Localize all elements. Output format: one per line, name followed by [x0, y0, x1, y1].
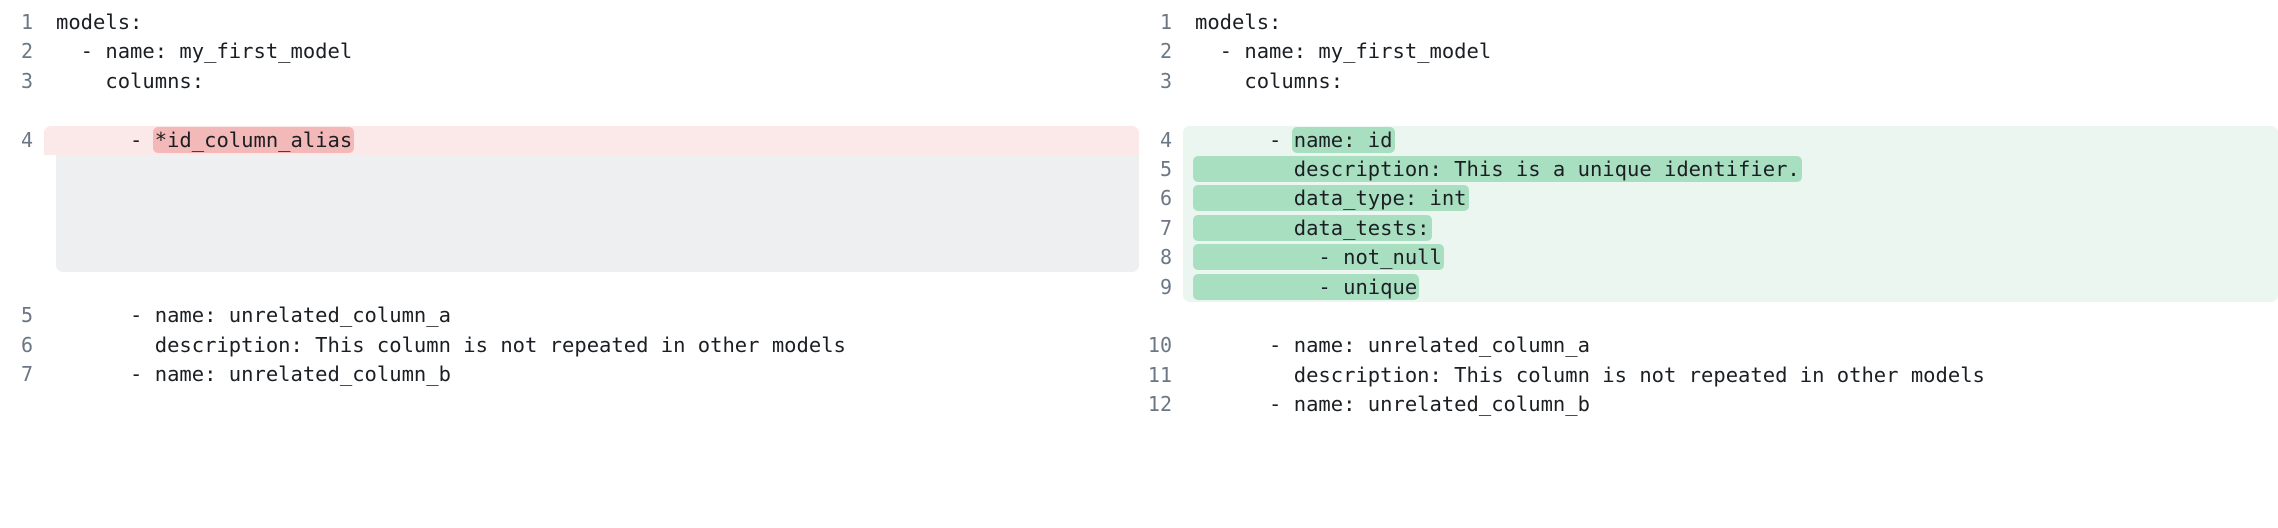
code-line-deleted[interactable]: 4 - *id_column_alias [0, 125, 1139, 155]
line-content-wrap: models: [1183, 8, 2278, 37]
code-line[interactable]: 5 - name: unrelated_column_a [0, 301, 1139, 330]
line-text: - not_null [1183, 243, 1444, 272]
line-number: 2 [20, 39, 33, 64]
code-lines-after: 1 models: 2 - name: my_first_model 3 col… [1139, 8, 2278, 419]
line-content-wrap: - name: my_first_model [44, 37, 1139, 66]
line-text: models: [56, 10, 143, 34]
line-text: - name: unrelated_column_b [1195, 392, 1590, 417]
line-text: - name: unrelated_column_b [56, 362, 451, 387]
line-content-wrap: - name: unrelated_column_b [44, 360, 1139, 389]
line-content-wrap: - name: my_first_model [1183, 37, 2278, 66]
diff-filler-placeholder [56, 154, 1139, 272]
code-line-added[interactable]: 8 - not_null [1139, 243, 2278, 273]
code-line[interactable]: 1 models: [0, 8, 1139, 37]
line-number: 1 [20, 10, 33, 34]
blank-line-spacer [1139, 96, 2278, 125]
code-line[interactable]: 3 columns: [0, 67, 1139, 96]
code-lines-before: 1 models: 2 - name: my_first_model 3 col… [0, 8, 1139, 390]
line-text: data_type: int [1183, 184, 1469, 213]
line-number: 4 [20, 127, 33, 152]
line-number: 7 [1159, 215, 1172, 240]
line-number: 5 [1159, 156, 1172, 181]
diff-pane-after: 1 models: 2 - name: my_first_model 3 col… [1139, 0, 2278, 528]
line-content-wrap: - name: unrelated_column_a [44, 301, 1139, 330]
line-text: - name: unrelated_column_a [56, 303, 451, 328]
code-line-added[interactable]: 6 data_type: int [1139, 184, 2278, 214]
line-number: 3 [20, 68, 33, 93]
line-content-wrap: description: This is a unique identifier… [1183, 154, 2278, 185]
line-text: - name: my_first_model [56, 39, 353, 64]
code-line[interactable]: 1 models: [1139, 8, 2278, 37]
added-token: data_tests: [1193, 214, 1432, 241]
line-content-wrap: data_type: int [1183, 184, 2278, 214]
line-number: 6 [20, 332, 33, 357]
line-content-wrap: columns: [1183, 67, 2278, 96]
line-text: description: This is a unique identifier… [1183, 155, 1802, 184]
line-content-wrap: description: This column is not repeated… [1183, 361, 2278, 390]
code-line[interactable]: 10 - name: unrelated_column_a [1139, 331, 2278, 360]
code-line[interactable]: 2 - name: my_first_model [0, 37, 1139, 66]
code-line-added[interactable]: 4 - name: id [1139, 125, 2278, 155]
line-text: columns: [56, 68, 205, 93]
code-line[interactable]: 7 - name: unrelated_column_b [0, 360, 1139, 389]
line-prefix: - [1195, 127, 1294, 152]
line-number: 1 [1159, 10, 1172, 34]
line-number: 8 [1159, 245, 1172, 270]
line-number: 7 [20, 362, 33, 387]
line-text: - name: unrelated_column_a [1195, 333, 1590, 358]
line-content-wrap: - name: id [1183, 125, 2278, 155]
line-number: 9 [1159, 274, 1172, 299]
line-number: 5 [20, 303, 33, 328]
code-line[interactable]: 11 description: This column is not repea… [1139, 361, 2278, 390]
line-number: 10 [1147, 333, 1172, 358]
line-text: data_tests: [1183, 214, 1432, 243]
line-text: - unique [1183, 273, 1420, 302]
line-content-wrap: - name: unrelated_column_a [1183, 331, 2278, 360]
added-token: name: id [1291, 126, 1395, 153]
line-content-wrap: - *id_column_alias [44, 125, 1139, 155]
code-line-added[interactable]: 7 data_tests: [1139, 213, 2278, 244]
line-content-wrap: - unique [1183, 272, 2278, 302]
line-content-wrap: columns: [44, 67, 1139, 96]
line-text: description: This column is not repeated… [56, 332, 846, 357]
blank-line-spacer [0, 96, 1139, 125]
diff-pane-before: 1 models: 2 - name: my_first_model 3 col… [0, 8, 1139, 390]
deleted-token: *id_column_alias [152, 126, 355, 153]
added-token: - not_null [1193, 244, 1444, 271]
code-line[interactable]: 6 description: This column is not repeat… [0, 331, 1139, 360]
code-line[interactable]: 3 columns: [1139, 67, 2278, 96]
line-content-wrap: - name: unrelated_column_b [1183, 390, 2278, 419]
blank-line-spacer [0, 272, 1139, 301]
line-text: columns: [1195, 68, 1344, 93]
line-text: - *id_column_alias [44, 126, 355, 155]
line-number: 11 [1147, 362, 1172, 387]
added-token: data_type: int [1193, 185, 1469, 212]
line-content-wrap: data_tests: [1183, 213, 2278, 244]
line-number: 12 [1147, 392, 1172, 417]
line-number: 6 [1159, 186, 1172, 211]
blank-line-spacer [1139, 302, 2278, 331]
line-content-wrap: description: This column is not repeated… [44, 331, 1139, 360]
line-number: 4 [1159, 127, 1172, 152]
code-line[interactable]: 12 - name: unrelated_column_b [1139, 390, 2278, 419]
line-prefix: - [56, 127, 155, 152]
line-content-wrap: - not_null [1183, 243, 2278, 273]
line-text: - name: id [1183, 126, 1395, 155]
added-token: description: This is a unique identifier… [1193, 155, 1802, 182]
code-line[interactable]: 2 - name: my_first_model [1139, 37, 2278, 66]
line-content-wrap: models: [44, 8, 1139, 37]
line-text: models: [1195, 10, 1282, 34]
line-number: 3 [1159, 68, 1172, 93]
added-token: - unique [1193, 273, 1420, 300]
line-number: 2 [1159, 39, 1172, 64]
line-text: description: This column is not repeated… [1195, 362, 1985, 387]
line-text: - name: my_first_model [1195, 39, 1492, 64]
code-line-added[interactable]: 5 description: This is a unique identifi… [1139, 154, 2278, 185]
code-line-added[interactable]: 9 - unique [1139, 272, 2278, 302]
